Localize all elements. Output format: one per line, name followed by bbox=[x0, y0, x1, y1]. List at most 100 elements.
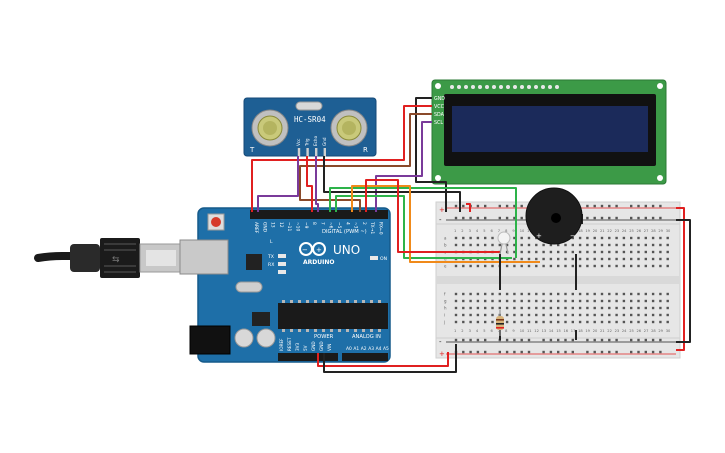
breadboard-hole[interactable] bbox=[535, 299, 538, 303]
breadboard-hole[interactable] bbox=[557, 264, 560, 268]
breadboard-hole[interactable] bbox=[600, 306, 604, 310]
rail-hole[interactable] bbox=[476, 216, 480, 220]
breadboard-hole[interactable] bbox=[630, 250, 633, 254]
rail-hole[interactable] bbox=[462, 216, 465, 220]
breadboard-hole[interactable] bbox=[469, 299, 472, 303]
breadboard-hole[interactable] bbox=[476, 320, 480, 324]
rail-hole[interactable] bbox=[564, 338, 567, 342]
breadboard-hole[interactable] bbox=[520, 299, 523, 303]
breadboard-hole[interactable] bbox=[513, 264, 516, 268]
breadboard-hole[interactable] bbox=[505, 292, 509, 296]
breadboard-hole[interactable] bbox=[462, 292, 465, 296]
breadboard-hole[interactable] bbox=[571, 299, 574, 303]
breadboard-hole[interactable] bbox=[498, 243, 501, 247]
rail-hole[interactable] bbox=[513, 204, 516, 208]
rail-hole[interactable] bbox=[469, 350, 472, 354]
rail-hole[interactable] bbox=[608, 350, 611, 354]
breadboard-hole[interactable] bbox=[527, 264, 531, 268]
breadboard-hole[interactable] bbox=[535, 264, 538, 268]
breadboard-hole[interactable] bbox=[571, 243, 574, 247]
breadboard-hole[interactable] bbox=[491, 236, 494, 240]
rail-hole[interactable] bbox=[557, 338, 560, 342]
breadboard-hole[interactable] bbox=[542, 320, 545, 324]
breadboard-hole[interactable] bbox=[651, 320, 655, 324]
breadboard-hole[interactable] bbox=[469, 236, 472, 240]
rail-hole[interactable] bbox=[520, 216, 523, 220]
breadboard-hole[interactable] bbox=[484, 236, 487, 240]
breadboard-hole[interactable] bbox=[505, 320, 509, 324]
breadboard-hole[interactable] bbox=[454, 306, 458, 310]
breadboard-hole[interactable] bbox=[600, 243, 604, 247]
breadboard-hole[interactable] bbox=[593, 320, 596, 324]
breadboard-hole[interactable] bbox=[666, 306, 669, 310]
breadboard-hole[interactable] bbox=[527, 313, 531, 317]
breadboard-hole[interactable] bbox=[454, 243, 458, 247]
rail-hole[interactable] bbox=[637, 216, 640, 220]
breadboard-hole[interactable] bbox=[549, 299, 553, 303]
breadboard-hole[interactable] bbox=[637, 292, 640, 296]
rail-hole[interactable] bbox=[637, 350, 640, 354]
breadboard-hole[interactable] bbox=[659, 257, 662, 261]
breadboard-hole[interactable] bbox=[630, 320, 633, 324]
breadboard-hole[interactable] bbox=[520, 264, 523, 268]
rail-hole[interactable] bbox=[549, 350, 553, 354]
breadboard-hole[interactable] bbox=[542, 243, 545, 247]
breadboard-hole[interactable] bbox=[454, 292, 458, 296]
breadboard-hole[interactable] bbox=[593, 257, 596, 261]
breadboard-hole[interactable] bbox=[513, 320, 516, 324]
breadboard-hole[interactable] bbox=[666, 243, 669, 247]
breadboard-hole[interactable] bbox=[615, 306, 618, 310]
breadboard-hole[interactable] bbox=[491, 306, 494, 310]
breadboard-hole[interactable] bbox=[666, 320, 669, 324]
breadboard-hole[interactable] bbox=[549, 257, 553, 261]
breadboard-hole[interactable] bbox=[535, 313, 538, 317]
breadboard-hole[interactable] bbox=[564, 243, 567, 247]
breadboard-hole[interactable] bbox=[608, 292, 611, 296]
breadboard-hole[interactable] bbox=[659, 292, 662, 296]
breadboard-hole[interactable] bbox=[586, 313, 589, 317]
breadboard-hole[interactable] bbox=[651, 306, 655, 310]
rail-hole[interactable] bbox=[659, 204, 662, 208]
breadboard-hole[interactable] bbox=[491, 313, 494, 317]
breadboard-hole[interactable] bbox=[622, 292, 626, 296]
breadboard-hole[interactable] bbox=[615, 320, 618, 324]
breadboard-hole[interactable] bbox=[622, 320, 626, 324]
breadboard-hole[interactable] bbox=[527, 320, 531, 324]
breadboard-hole[interactable] bbox=[462, 243, 465, 247]
breadboard-hole[interactable] bbox=[557, 313, 560, 317]
rail-hole[interactable] bbox=[462, 338, 465, 342]
breadboard-hole[interactable] bbox=[549, 292, 553, 296]
breadboard-hole[interactable] bbox=[600, 264, 604, 268]
breadboard-hole[interactable] bbox=[615, 292, 618, 296]
rail-hole[interactable] bbox=[542, 350, 545, 354]
breadboard-hole[interactable] bbox=[659, 320, 662, 324]
breadboard-hole[interactable] bbox=[608, 236, 611, 240]
breadboard-hole[interactable] bbox=[651, 257, 655, 261]
reset-button[interactable] bbox=[211, 217, 221, 227]
breadboard-hole[interactable] bbox=[513, 292, 516, 296]
breadboard-hole[interactable] bbox=[666, 313, 669, 317]
breadboard-hole[interactable] bbox=[666, 299, 669, 303]
breadboard-hole[interactable] bbox=[600, 236, 604, 240]
breadboard-hole[interactable] bbox=[484, 292, 487, 296]
breadboard-hole[interactable] bbox=[520, 236, 523, 240]
breadboard-hole[interactable] bbox=[469, 313, 472, 317]
breadboard-hole[interactable] bbox=[666, 250, 669, 254]
rail-hole[interactable] bbox=[454, 216, 458, 220]
breadboard-hole[interactable] bbox=[615, 250, 618, 254]
breadboard-hole[interactable] bbox=[520, 250, 523, 254]
breadboard-hole[interactable] bbox=[513, 313, 516, 317]
breadboard-hole[interactable] bbox=[542, 264, 545, 268]
breadboard-hole[interactable] bbox=[593, 264, 596, 268]
rail-hole[interactable] bbox=[644, 338, 647, 342]
breadboard-hole[interactable] bbox=[600, 250, 604, 254]
rail-hole[interactable] bbox=[586, 350, 589, 354]
breadboard-hole[interactable] bbox=[586, 236, 589, 240]
breadboard-hole[interactable] bbox=[593, 250, 596, 254]
breadboard-hole[interactable] bbox=[513, 257, 516, 261]
breadboard-hole[interactable] bbox=[520, 306, 523, 310]
breadboard-hole[interactable] bbox=[462, 313, 465, 317]
breadboard-hole[interactable] bbox=[637, 264, 640, 268]
breadboard-hole[interactable] bbox=[557, 250, 560, 254]
breadboard-hole[interactable] bbox=[578, 313, 582, 317]
